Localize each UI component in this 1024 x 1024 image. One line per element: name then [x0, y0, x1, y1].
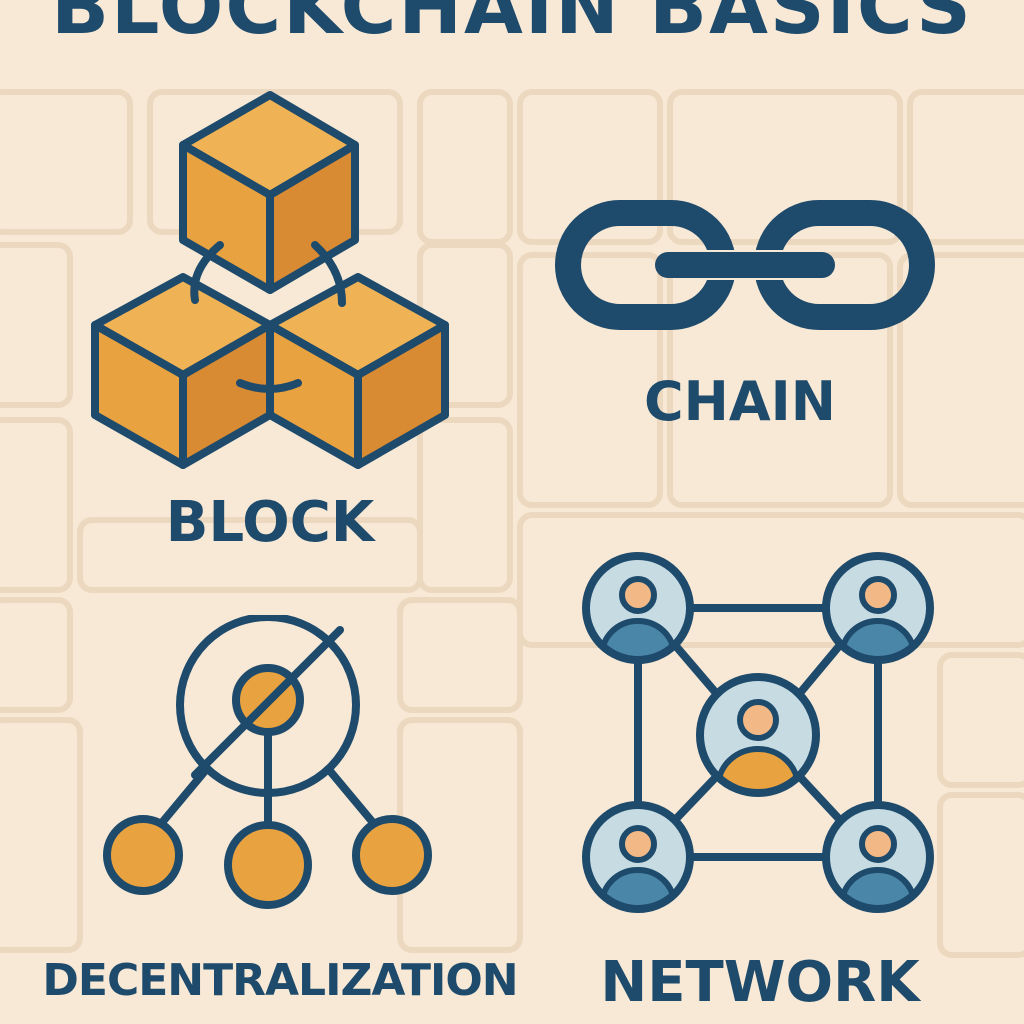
- decentralized-nodes-icon: [103, 615, 432, 909]
- block-label: BLOCK: [165, 490, 375, 555]
- user-node-center: [696, 673, 820, 797]
- top-cube: [179, 91, 359, 294]
- page-title: BLOCKCHAIN BASICS: [51, 0, 973, 51]
- stacked-blocks-icon: [91, 91, 449, 469]
- chain-link-icon: [555, 200, 935, 330]
- chain-label: CHAIN: [644, 370, 836, 433]
- user-node-bottom-left: [582, 801, 694, 913]
- user-network-icon: [582, 552, 934, 913]
- user-node-bottom-right: [822, 801, 934, 913]
- network-label: NETWORK: [600, 950, 920, 1015]
- user-node-top-left: [582, 552, 694, 664]
- decentralization-label: DECENTRALIZATION: [42, 955, 518, 1006]
- left-cube: [91, 273, 274, 469]
- right-cube: [266, 273, 449, 469]
